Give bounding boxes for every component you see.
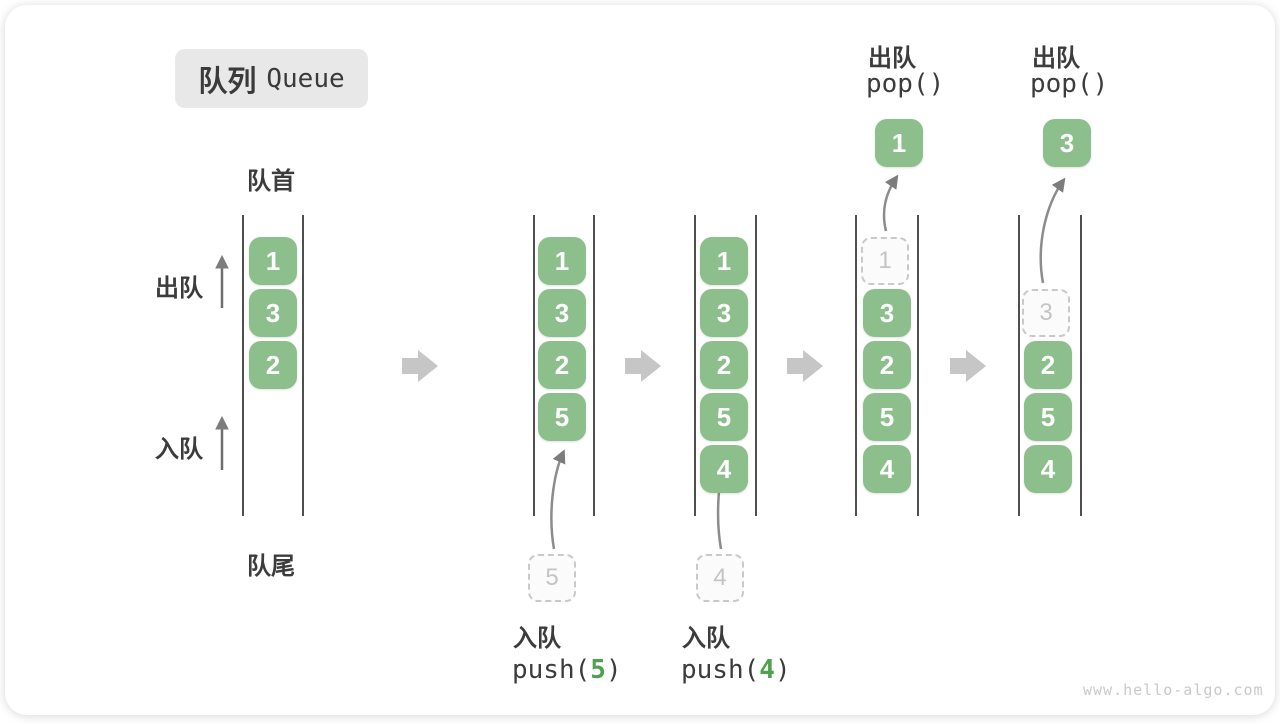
title-en: Queue: [266, 63, 345, 94]
pop1-code: pop(): [866, 69, 945, 99]
push4-arg: 4: [759, 655, 775, 685]
diagram-title: 队列 Queue: [175, 49, 368, 108]
queue-item: 3: [249, 289, 297, 337]
queue-item: 4: [700, 445, 748, 493]
queue-item: 3: [700, 289, 748, 337]
push4-label: 入队: [682, 625, 730, 652]
removed-item: 3: [1022, 289, 1070, 337]
queue-item: 4: [863, 445, 911, 493]
queue3-left-rail: [694, 215, 696, 516]
queue-item: 2: [249, 341, 297, 389]
queue2-right-rail: [593, 215, 595, 516]
push5-code: push(5): [512, 655, 622, 685]
push5-label: 入队: [513, 625, 561, 652]
queue4-right-rail: [917, 215, 919, 516]
diagram-card: 队列 Queue 队首 队尾 出队 入队 出队 pop() 出队 pop() 入…: [5, 5, 1275, 715]
queue-item: 5: [538, 393, 586, 441]
title-zh: 队列: [198, 65, 257, 98]
queue-item: 1: [538, 237, 586, 285]
popped-item: 3: [1043, 119, 1091, 167]
arrows-overlay: [215, 174, 1066, 550]
popped-item: 1: [875, 119, 923, 167]
removed-item: 1: [861, 237, 909, 285]
queue4-left-rail: [855, 215, 857, 516]
queue-item: 4: [1024, 445, 1072, 493]
queue3-right-rail: [755, 215, 757, 516]
queue-rear-label: 队尾: [247, 553, 295, 580]
queue5-right-rail: [1080, 215, 1082, 516]
pop2-label: 出队: [1032, 45, 1080, 72]
queue-item: 2: [700, 341, 748, 389]
flow-arrow-icon-2: [625, 350, 661, 382]
pop1-arrow-icon: [882, 174, 899, 232]
queue-item: 1: [249, 237, 297, 285]
queue-item: 5: [863, 393, 911, 441]
watermark: www.hello-algo.com: [1083, 681, 1264, 699]
pop2-arrow-icon: [1039, 177, 1066, 284]
queue-item: 5: [700, 393, 748, 441]
queue-item: 3: [538, 289, 586, 337]
incoming-item: 5: [528, 554, 576, 602]
queue2-left-rail: [533, 215, 535, 516]
queue5-left-rail: [1018, 215, 1020, 516]
queue-item: 3: [863, 289, 911, 337]
queue-item: 5: [1024, 393, 1072, 441]
push5-arg: 5: [590, 655, 606, 685]
push5-fn: push(: [512, 655, 591, 685]
flow-arrow-icon-3: [787, 350, 823, 382]
queue1-left-rail: [242, 215, 244, 516]
push4-fn: push(: [681, 655, 760, 685]
enqueue-side-label: 入队: [155, 436, 203, 463]
queue-front-label: 队首: [247, 168, 295, 195]
pop1-label: 出队: [868, 45, 916, 72]
incoming-item: 4: [696, 554, 744, 602]
queue1-right-rail: [302, 215, 304, 516]
push5-close: ): [605, 655, 622, 685]
flow-arrow-icon-4: [950, 350, 986, 382]
dequeue-side-label: 出队: [155, 275, 203, 302]
flow-arrow-icon-1: [402, 350, 438, 382]
queue-item: 1: [700, 237, 748, 285]
push4-code: push(4): [681, 655, 791, 685]
queue-item: 2: [538, 341, 586, 389]
push5-arrow-icon: [550, 449, 566, 550]
pop2-code: pop(): [1030, 69, 1109, 99]
queue-item: 2: [1024, 341, 1072, 389]
push4-close: ): [774, 655, 791, 685]
queue-item: 2: [863, 341, 911, 389]
